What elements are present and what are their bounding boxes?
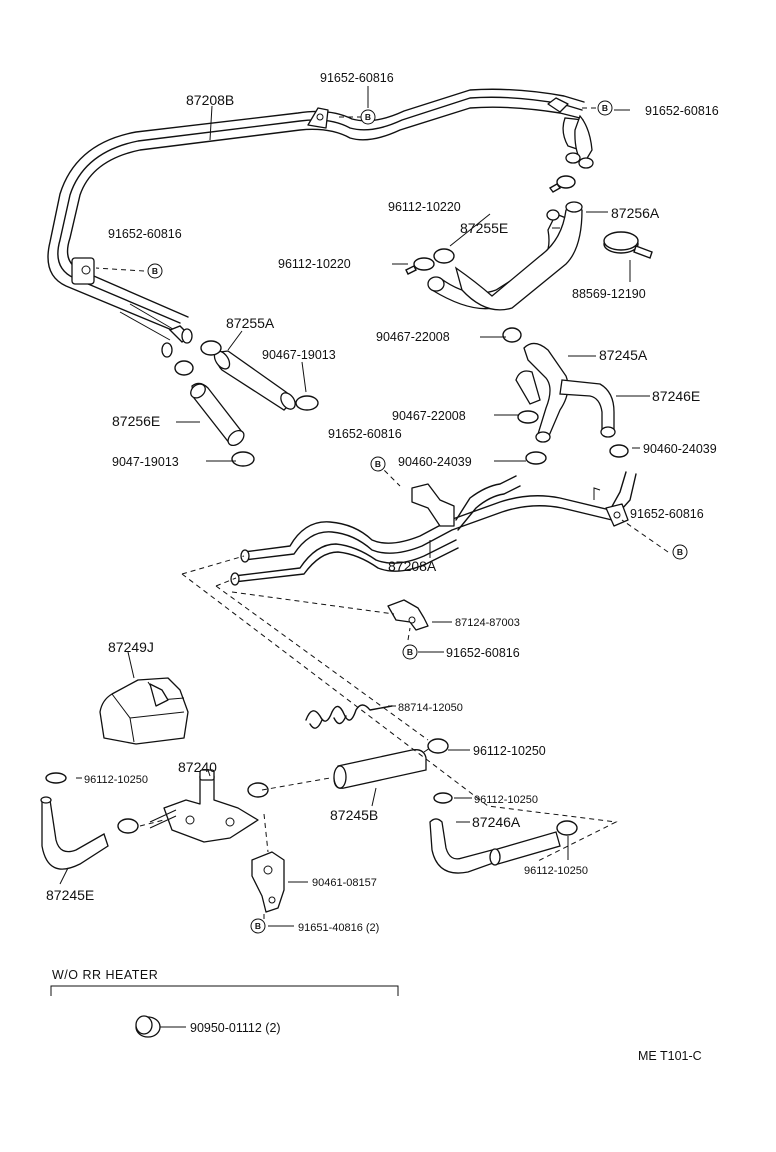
assembly-dashes [95, 107, 669, 926]
heater-pipe-assembly-middle [230, 471, 637, 586]
clamps-left [174, 340, 319, 467]
label-96112-10220: 96112-10220 [388, 200, 461, 214]
label-91652-60816: 91652-60816 [446, 646, 520, 660]
label-91652-60816: 91652-60816 [320, 71, 394, 85]
clamps-96112-10220 [405, 175, 576, 275]
heater-pipe-assembly-upper [47, 88, 594, 358]
svg-text:B: B [255, 921, 261, 931]
bolt-marker: B [402, 644, 418, 660]
label-87245A: 87245A [599, 347, 648, 363]
label-90460-24039: 90460-24039 [643, 442, 717, 456]
valve-87240 [149, 769, 259, 843]
label-96112-10250: 96112-10250 [473, 744, 546, 758]
bolt-marker: B [597, 100, 613, 116]
label-87255E: 87255E [460, 220, 508, 236]
grommet-90950 [135, 1015, 161, 1038]
clamp-88569 [603, 231, 653, 259]
svg-text:B: B [407, 647, 413, 657]
label-87249J: 87249J [108, 639, 154, 655]
bolt-marker: B [672, 544, 688, 560]
label-88569-12190: 88569-12190 [572, 287, 646, 301]
label-87246A: 87246A [472, 814, 521, 830]
hose-87255A [213, 350, 296, 411]
label-9047-19013: 9047-19013 [112, 455, 179, 469]
figure-code: ME T101-C [638, 1049, 702, 1063]
label-91651-40816: 91651-40816 (2) [298, 922, 379, 934]
bracket-90461 [251, 851, 285, 913]
svg-text:B: B [152, 266, 158, 276]
label-90461-08157: 90461-08157 [312, 877, 377, 889]
label-96112-10250: 96112-10250 [84, 774, 148, 786]
hose-87246E [559, 379, 616, 438]
label-90460-24039: 90460-24039 [398, 455, 472, 469]
label-91652-60816: 91652-60816 [630, 507, 704, 521]
label-90467-22008: 90467-22008 [392, 409, 466, 423]
spring-88714 [305, 704, 393, 729]
part-labels: 87208B 91652-60816 91652-60816 96112-102… [46, 71, 719, 1035]
bolt-marker: B [250, 918, 266, 934]
label-87256A: 87256A [611, 205, 660, 221]
label-87208B: 87208B [186, 92, 234, 108]
hose-87245A [515, 342, 569, 443]
bracket-87124 [387, 599, 429, 631]
label-90950-01112: 90950-01112 (2) [190, 1021, 281, 1035]
hose-87245E [40, 796, 109, 870]
section-label: W/O RR HEATER [52, 968, 158, 982]
bolt-marker: B [360, 109, 376, 125]
label-88714-12050: 88714-12050 [398, 702, 463, 714]
bolt-markers: B B B B B B B [147, 100, 688, 934]
label-91652-60816: 91652-60816 [645, 104, 719, 118]
label-87255A: 87255A [226, 315, 275, 331]
hose-87245B [333, 749, 427, 789]
svg-text:B: B [602, 103, 608, 113]
clamps-lower [45, 738, 578, 836]
svg-text:B: B [677, 547, 683, 557]
label-87245B: 87245B [330, 807, 378, 823]
label-87240: 87240 [178, 759, 217, 775]
label-87124-87003: 87124-87003 [455, 617, 520, 629]
bolt-marker: B [147, 263, 163, 279]
label-96112-10250: 96112-10250 [474, 794, 538, 806]
label-87208A: 87208A [388, 558, 437, 574]
clamps-right [502, 327, 629, 465]
bolt-marker: B [370, 456, 386, 472]
svg-text:B: B [375, 459, 381, 469]
label-87246E: 87246E [652, 388, 700, 404]
hose-87256E [190, 382, 245, 447]
label-96112-10220: 96112-10220 [278, 257, 351, 271]
label-90467-22008: 90467-22008 [376, 330, 450, 344]
label-91652-60816: 91652-60816 [108, 227, 182, 241]
svg-text:B: B [365, 112, 371, 122]
section-without-rear-heater: W/O RR HEATER [50, 968, 399, 996]
insulator-87249J [99, 677, 189, 745]
label-91652-60816: 91652-60816 [328, 427, 402, 441]
label-96112-10250: 96112-10250 [524, 865, 588, 877]
label-87245E: 87245E [46, 887, 94, 903]
label-90467-19013: 90467-19013 [262, 348, 336, 362]
label-87256E: 87256E [112, 413, 160, 429]
hose-87256A [454, 201, 583, 311]
hose-87246A [429, 818, 561, 874]
